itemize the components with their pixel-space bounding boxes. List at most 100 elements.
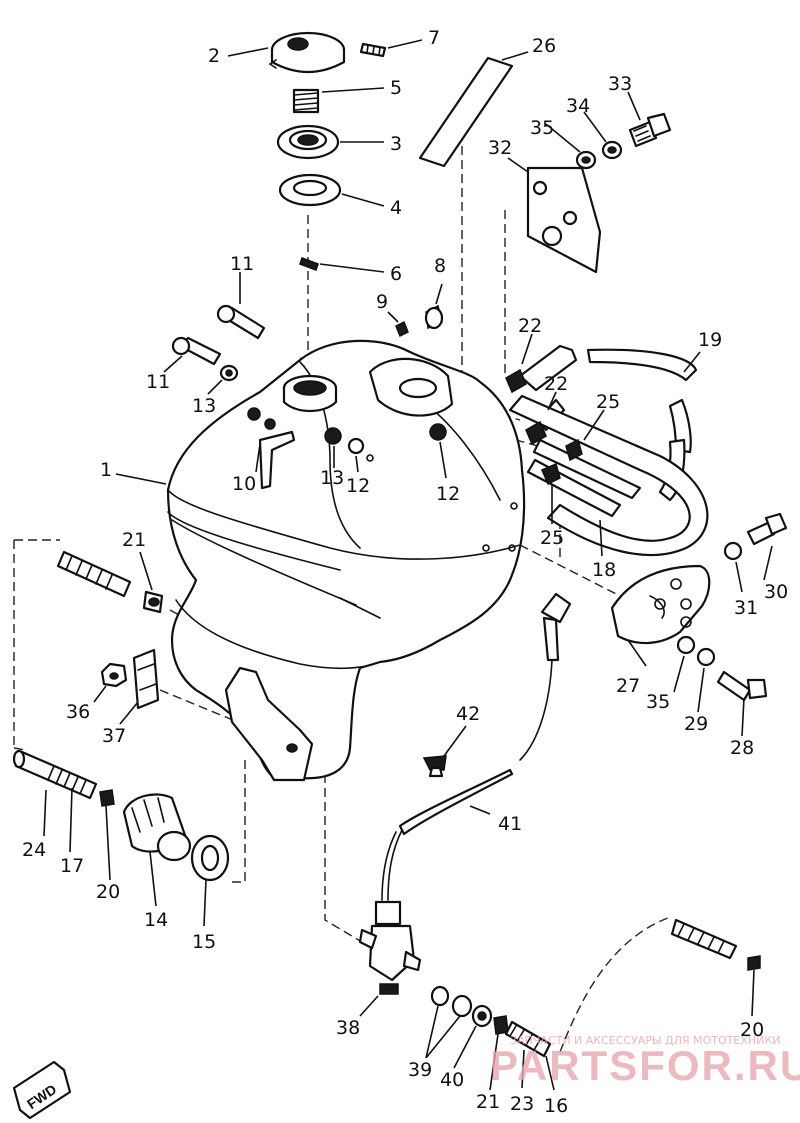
callout-39: 39 (408, 1059, 432, 1081)
nut-36 (100, 662, 128, 688)
callout-12-right: 12 (436, 483, 460, 505)
cable-41 (381, 768, 514, 901)
callout-4: 4 (390, 197, 402, 219)
hose-clip-10 (258, 430, 296, 490)
o-ring-39b (451, 994, 473, 1018)
sender-unit (519, 592, 572, 761)
callout-38: 38 (336, 1017, 360, 1039)
clip-20-right (747, 955, 761, 971)
callout-35-upper: 35 (530, 117, 554, 139)
callout-28: 28 (730, 737, 754, 759)
watermark-subtitle: ЗАПЧАСТИ И АКСЕССУАРЫ ДЛЯ МОТОТЕХНИКИ (510, 1034, 780, 1047)
callout-22-upper: 22 (518, 315, 542, 337)
callout-30: 30 (764, 581, 788, 603)
cap-spring (292, 88, 320, 114)
mount-plate-27 (610, 564, 711, 645)
callout-36: 36 (66, 701, 90, 723)
callout-22-lower: 22 (544, 373, 568, 395)
hose-17-upper (56, 550, 132, 598)
washer-35-lower (676, 635, 696, 655)
callout-3: 3 (390, 133, 402, 155)
callout-2: 2 (208, 45, 220, 67)
callout-7: 7 (428, 27, 440, 49)
callout-14: 14 (144, 909, 168, 931)
callout-19: 19 (698, 329, 722, 351)
callout-42: 42 (456, 703, 480, 725)
mount-bracket (526, 166, 602, 274)
callout-31: 31 (734, 597, 758, 619)
bolt-11-lower (171, 336, 222, 366)
washer-31 (723, 541, 743, 561)
breather-strip (418, 56, 514, 168)
watermark-logo: PARTSFOR.RU (490, 1042, 800, 1089)
callout-16: 16 (544, 1095, 568, 1117)
damper-37 (132, 648, 160, 710)
callout-9: 9 (376, 291, 388, 313)
callout-35-lower: 35 (646, 691, 670, 713)
callout-20-left: 20 (96, 881, 120, 903)
callout-13-right: 13 (320, 467, 344, 489)
filler-cap (268, 31, 346, 73)
clamp-21-lower (493, 1015, 509, 1035)
grommet-8 (424, 304, 444, 330)
gasket-15 (190, 834, 230, 882)
bolt-11-upper (216, 304, 266, 340)
clip-20-left (99, 789, 115, 807)
callout-8: 8 (434, 255, 446, 277)
callout-41: 41 (498, 813, 522, 835)
hose-assembly-18 (508, 394, 709, 557)
washer-34 (601, 140, 623, 160)
callout-11-lower: 11 (146, 371, 170, 393)
bolt-30 (746, 512, 788, 546)
callout-6: 6 (390, 263, 402, 285)
callout-15: 15 (192, 931, 216, 953)
callout-labels: 1 2 3 4 5 6 7 8 9 10 11 11 12 12 13 13 1… (22, 27, 788, 1117)
clamp-21-upper (142, 590, 164, 614)
callout-13-left: 13 (192, 395, 216, 417)
hose-routing-line (559, 917, 669, 1053)
o-ring-39a (430, 985, 450, 1007)
hose-16 (670, 918, 738, 960)
callout-21-upper: 21 (122, 529, 146, 551)
callout-25-upper: 25 (596, 391, 620, 413)
cap-seal-ring (276, 124, 340, 160)
callout-11-upper: 11 (230, 253, 254, 275)
hose-23 (504, 1020, 552, 1058)
callout-5: 5 (390, 77, 402, 99)
cap-lock-clip (359, 42, 387, 58)
washer-13-left (219, 364, 239, 382)
cap-pin (299, 257, 319, 271)
fuel-cock-38 (358, 900, 422, 995)
callout-25-lower: 25 (540, 527, 564, 549)
callout-10: 10 (232, 473, 256, 495)
filter-40 (471, 1004, 493, 1028)
watermark: ЗАПЧАСТИ И АКСЕССУАРЫ ДЛЯ МОТОТЕХНИКИ PA… (490, 1034, 800, 1089)
washer-29 (696, 647, 716, 667)
bolt-28 (716, 670, 768, 702)
callout-34: 34 (566, 95, 590, 117)
fuel-filter-14 (122, 793, 192, 862)
bolt-33 (628, 112, 672, 148)
callout-40: 40 (440, 1069, 464, 1091)
callout-29: 29 (684, 713, 708, 735)
callout-18: 18 (592, 559, 616, 581)
callout-37: 37 (102, 725, 126, 747)
callout-12-left: 12 (346, 475, 370, 497)
callout-26: 26 (532, 35, 556, 57)
callout-24: 24 (22, 839, 46, 861)
callout-27: 27 (616, 675, 640, 697)
forward-arrow: FWD (12, 1060, 72, 1120)
callout-1: 1 (100, 459, 112, 481)
hose-24 (12, 749, 98, 800)
washer-35-top (575, 150, 597, 170)
callout-21-lower: 21 (476, 1091, 500, 1113)
callout-33: 33 (608, 73, 632, 95)
callout-17: 17 (60, 855, 84, 877)
fuel-tank (166, 339, 526, 782)
callout-20-right: 20 (740, 1019, 764, 1041)
callout-32: 32 (488, 137, 512, 159)
clip-42 (422, 755, 447, 778)
clip-9 (395, 320, 409, 338)
callout-23: 23 (510, 1093, 534, 1115)
